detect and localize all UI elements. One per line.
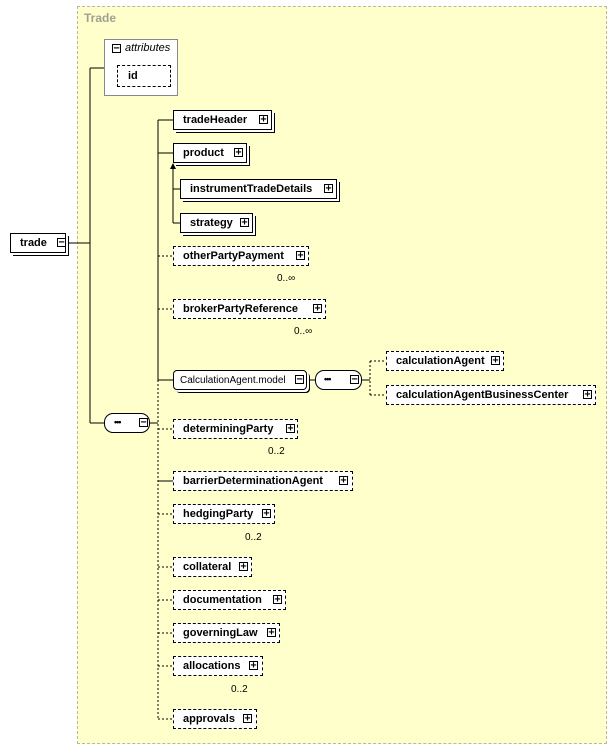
cardinality-label: 0..∞ — [294, 326, 313, 337]
element-label: instrumentTradeDetails — [190, 183, 313, 195]
expand-icon[interactable]: + — [239, 561, 248, 572]
element-label: allocations — [183, 660, 241, 672]
element-calculationAgentBusinessCenter[interactable]: calculationAgentBusinessCenter — [386, 385, 596, 405]
collapse-icon[interactable]: − — [57, 237, 66, 248]
expand-icon[interactable]: + — [339, 475, 348, 486]
group-label: CalculationAgent.model — [180, 375, 286, 386]
element-determiningParty[interactable]: determiningParty — [173, 419, 298, 439]
sequence-icon: ••• — [324, 374, 332, 384]
element-label: tradeHeader — [183, 114, 248, 126]
expand-icon[interactable]: + — [286, 423, 295, 434]
expand-icon[interactable]: + — [243, 713, 252, 724]
element-hedgingParty[interactable]: hedgingParty — [173, 504, 275, 524]
element-instrumentTradeDetails[interactable]: instrumentTradeDetails — [180, 179, 337, 199]
element-documentation[interactable]: documentation — [173, 590, 286, 610]
collapse-icon[interactable]: − — [139, 417, 148, 428]
element-allocations[interactable]: allocations — [173, 656, 263, 676]
element-label: calculationAgentBusinessCenter — [396, 389, 569, 401]
attribute-id-label: id — [128, 70, 138, 82]
element-label: collateral — [183, 561, 232, 573]
element-label: strategy — [190, 217, 233, 229]
attributes-label: attributes — [125, 42, 171, 54]
element-calculationAgent[interactable]: calculationAgent — [386, 351, 504, 371]
element-label: otherPartyPayment — [183, 250, 284, 262]
cardinality-label: 0..2 — [245, 532, 262, 543]
expand-icon[interactable]: + — [491, 355, 500, 366]
element-product[interactable]: product — [173, 143, 247, 163]
element-label: product — [183, 147, 224, 159]
expand-icon[interactable]: + — [234, 147, 243, 158]
cardinality-label: 0..∞ — [277, 273, 296, 284]
element-label: approvals — [183, 713, 235, 725]
cardinality-label: 0..2 — [231, 684, 248, 695]
element-brokerPartyReference[interactable]: brokerPartyReference — [173, 299, 326, 319]
element-tradeHeader[interactable]: tradeHeader — [173, 110, 272, 130]
expand-icon[interactable]: + — [273, 594, 282, 605]
element-label: determiningParty — [183, 423, 274, 435]
expand-icon[interactable]: + — [259, 114, 268, 125]
collapse-icon[interactable]: − — [350, 374, 359, 385]
expand-icon[interactable]: + — [324, 183, 333, 194]
expand-icon[interactable]: + — [240, 217, 249, 228]
cardinality-label: 0..2 — [268, 446, 285, 457]
sequence-compositor[interactable] — [104, 413, 150, 433]
expand-icon[interactable]: + — [583, 389, 592, 400]
element-otherPartyPayment[interactable]: otherPartyPayment — [173, 246, 309, 266]
element-governingLaw[interactable]: governingLaw — [173, 623, 280, 643]
group-calculationagent-model[interactable]: CalculationAgent.model — [173, 370, 307, 390]
substitution-arrow-icon — [170, 163, 176, 169]
element-approvals[interactable]: approvals — [173, 709, 257, 729]
expand-icon[interactable]: + — [267, 627, 276, 638]
element-label: calculationAgent — [396, 355, 485, 367]
expand-icon[interactable]: + — [296, 250, 305, 261]
sequence-icon: ••• — [114, 417, 122, 427]
root-label: trade — [20, 237, 47, 249]
element-collateral[interactable]: collateral — [173, 557, 252, 577]
element-barrierDeterminationAgent[interactable]: barrierDeterminationAgent — [173, 471, 353, 491]
element-label: hedgingParty — [183, 508, 254, 520]
expand-icon[interactable]: + — [313, 303, 322, 314]
element-label: governingLaw — [183, 627, 258, 639]
attribute-id[interactable]: id — [117, 65, 171, 87]
element-label: documentation — [183, 594, 262, 606]
collapse-icon[interactable]: − — [295, 374, 304, 385]
element-label: brokerPartyReference — [183, 303, 298, 315]
collapse-icon[interactable]: − — [112, 43, 121, 54]
element-label: barrierDeterminationAgent — [183, 475, 323, 487]
expand-icon[interactable]: + — [262, 508, 271, 519]
root-element-trade[interactable]: trade — [10, 233, 66, 253]
panel-title: Trade — [84, 11, 117, 25]
element-strategy[interactable]: strategy — [180, 213, 253, 233]
expand-icon[interactable]: + — [249, 660, 258, 671]
